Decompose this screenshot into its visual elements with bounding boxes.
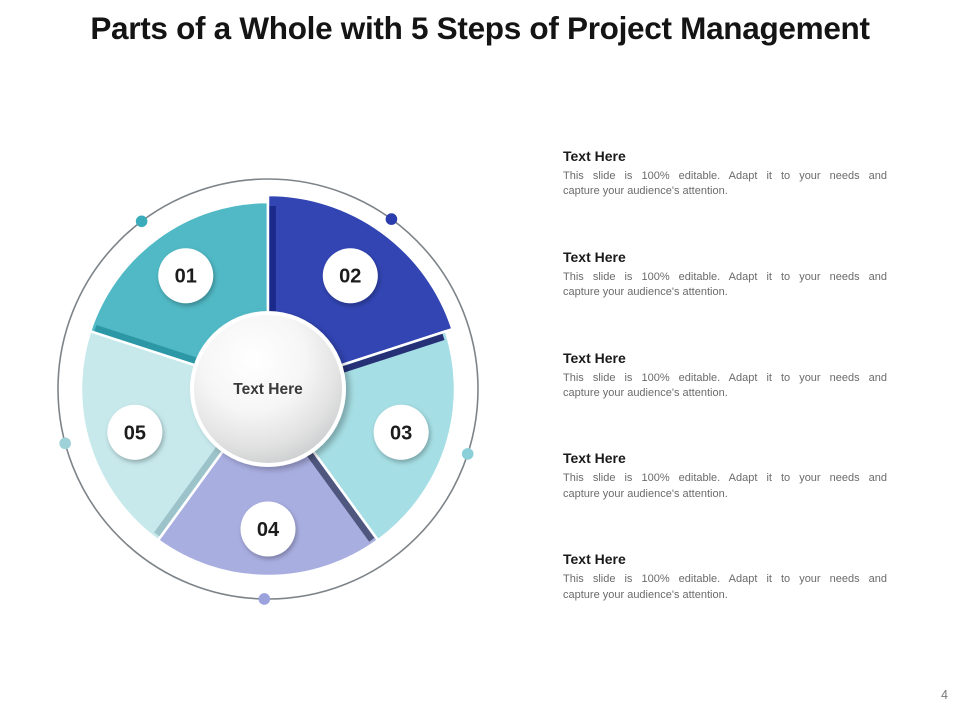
segment-05-ring-dot bbox=[59, 437, 71, 450]
segment-04-ring-dot bbox=[258, 593, 271, 605]
text-block-body: This slide is 100% editable. Adapt it to… bbox=[563, 472, 887, 500]
segment-04-wedge bbox=[156, 387, 380, 578]
segment-02-badge: 02 bbox=[322, 248, 378, 304]
text-block: Text Here This slide is 100% editable. A… bbox=[563, 148, 887, 200]
segment-05-badge: 05 bbox=[107, 404, 163, 460]
segment-bevel-edge bbox=[154, 442, 225, 537]
segment-number-label: 02 bbox=[339, 266, 361, 288]
segment-02-ring-dot bbox=[385, 213, 398, 225]
text-block-heading: Text Here bbox=[563, 349, 626, 366]
segment-03-ring-dot bbox=[461, 448, 474, 460]
page-number: 4 bbox=[941, 688, 948, 702]
text-block-body: This slide is 100% editable. Adapt it to… bbox=[563, 371, 887, 399]
segment-bevel-edge bbox=[269, 206, 276, 317]
segment-number-label: 01 bbox=[175, 266, 197, 288]
segment-bevel-edge bbox=[94, 324, 202, 366]
center-label: Text Here bbox=[233, 381, 303, 398]
text-block-body: This slide is 100% editable. Adapt it to… bbox=[563, 573, 887, 601]
text-block: Text Here This slide is 100% editable. A… bbox=[563, 249, 887, 301]
segment-bevel-edge bbox=[336, 333, 445, 375]
segment-01-ring-dot bbox=[135, 215, 148, 228]
text-block-heading: Text Here bbox=[563, 248, 626, 265]
text-block-body: This slide is 100% editable. Adapt it to… bbox=[563, 170, 887, 198]
cycle-diagram: Text Here 01 02 03 04 05 bbox=[38, 159, 498, 619]
five-step-pie-diagram: Text Here 01 02 03 04 05 bbox=[57, 178, 479, 605]
text-block: Text Here This slide is 100% editable. A… bbox=[563, 350, 887, 402]
text-block-heading: Text Here bbox=[563, 148, 626, 164]
text-column: Text Here This slide is 100% editable. A… bbox=[563, 148, 887, 652]
text-block: Text Here This slide is 100% editable. A… bbox=[563, 551, 887, 603]
text-block: Text Here This slide is 100% editable. A… bbox=[563, 450, 887, 502]
slide-title: Parts of a Whole with 5 Steps of Project… bbox=[90, 10, 870, 46]
segment-03-badge: 03 bbox=[373, 404, 429, 460]
segment-number-label: 05 bbox=[124, 422, 146, 444]
segment-number-label: 03 bbox=[390, 422, 412, 444]
segment-01-badge: 01 bbox=[158, 248, 214, 304]
center-sphere: Text Here bbox=[190, 311, 346, 467]
text-block-heading: Text Here bbox=[563, 450, 626, 467]
text-block-body: This slide is 100% editable. Adapt it to… bbox=[563, 270, 887, 299]
text-block-heading: Text Here bbox=[563, 551, 626, 568]
segment-bevel-edge bbox=[303, 448, 375, 542]
segment-number-label: 04 bbox=[257, 519, 280, 541]
segment-04-badge: 04 bbox=[240, 501, 296, 557]
